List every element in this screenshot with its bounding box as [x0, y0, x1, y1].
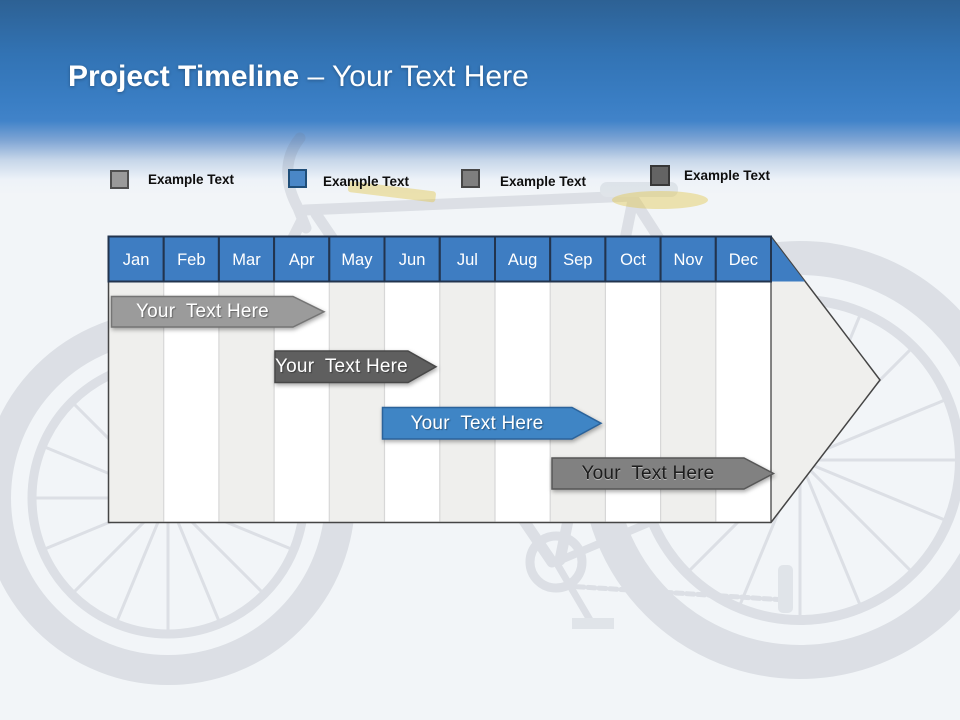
task-bar-3[interactable] [381, 406, 603, 440]
month-labels: Jan Feb Mar Apr May Jun Jul Aug Sep Oct … [123, 251, 758, 269]
legend-item-1[interactable]: Example Text [110, 170, 234, 189]
task-bar-1-label[interactable]: Your Text Here [136, 301, 269, 322]
legend-item-3[interactable]: Example Text [461, 169, 587, 189]
bicycle-watermark-yellow-accents [347, 181, 708, 209]
task-bar-1[interactable] [110, 295, 326, 328]
legend-swatch [110, 170, 129, 189]
task-bar-4[interactable] [551, 457, 776, 490]
month-label: Dec [729, 251, 758, 269]
month-cell [162, 235, 220, 283]
task-bar-4-label[interactable]: Your Text Here [581, 463, 715, 484]
month-cell [217, 235, 276, 283]
month-cell [659, 235, 717, 283]
legend-item-4[interactable]: Example Text [650, 165, 770, 186]
month-cell [107, 235, 165, 283]
header-gradient-band [0, 0, 960, 195]
slide-title[interactable]: Project Timeline – Your Text Here [68, 60, 529, 94]
slide-title-regular: – Your Text Here [307, 60, 529, 93]
legend-item-2[interactable]: Example Text [288, 169, 410, 189]
month-label: Nov [674, 251, 704, 269]
month-label: Mar [232, 251, 261, 269]
month-cell [273, 235, 331, 283]
month-cell [494, 235, 552, 283]
month-label: May [341, 251, 373, 269]
legend-label: Example Text [500, 174, 587, 189]
legend-label: Example Text [148, 172, 235, 187]
month-cell [438, 235, 496, 283]
month-label: Apr [289, 251, 315, 269]
legend-swatch [288, 169, 307, 188]
month-label: Aug [508, 251, 537, 269]
slide-title-bold: Project Timeline [68, 60, 308, 93]
month-header-row [107, 235, 772, 283]
legend-label: Example Text [684, 168, 771, 183]
month-cell [328, 235, 386, 283]
task-bar-2-label[interactable]: Your Text Here [275, 356, 408, 377]
month-cell [604, 235, 662, 283]
month-label: Jun [399, 251, 426, 269]
month-cell [714, 235, 772, 283]
task-bar-2[interactable] [274, 350, 438, 384]
month-label: Sep [563, 251, 592, 269]
task-bar-3-label[interactable]: Your Text Here [410, 413, 544, 434]
month-header-arrow-extension [771, 237, 805, 282]
month-label: Feb [177, 251, 205, 269]
legend-swatch [461, 169, 480, 188]
legend-swatch [650, 165, 670, 186]
month-label: Oct [620, 251, 646, 269]
month-label: Jul [457, 251, 478, 269]
month-label: Jan [123, 251, 150, 269]
legend-label: Example Text [323, 174, 410, 189]
